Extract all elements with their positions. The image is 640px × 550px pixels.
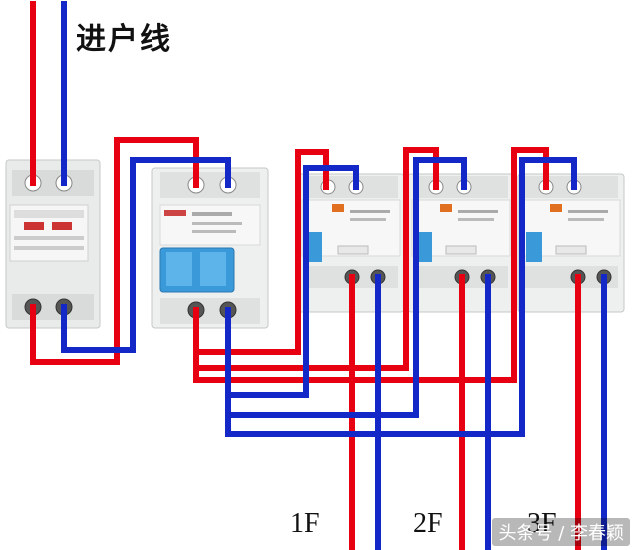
neutral-to-rcbo-2	[225, 157, 467, 418]
incoming-line-label: 进户线	[76, 22, 172, 57]
rcbo-3	[517, 173, 625, 313]
surge-protector	[5, 159, 101, 329]
live-wires	[30, 1, 581, 550]
floor-label-1f: 1F	[290, 508, 320, 539]
neutral-to-rcbo-1	[225, 165, 359, 398]
floor-label-2f: 2F	[413, 508, 443, 539]
neutral-to-rcbo-3	[225, 157, 577, 437]
live-to-rcbo-1	[193, 149, 329, 355]
live-spd-to-breaker	[30, 137, 199, 365]
live-to-rcbo-3	[193, 147, 549, 383]
main-breaker	[151, 167, 269, 329]
neutral-wires	[61, 1, 607, 550]
neutral-spd-to-breaker	[61, 157, 231, 353]
floor-label-3f: 3F	[527, 508, 557, 539]
watermark: 头条号 / 李春颖	[492, 518, 630, 546]
